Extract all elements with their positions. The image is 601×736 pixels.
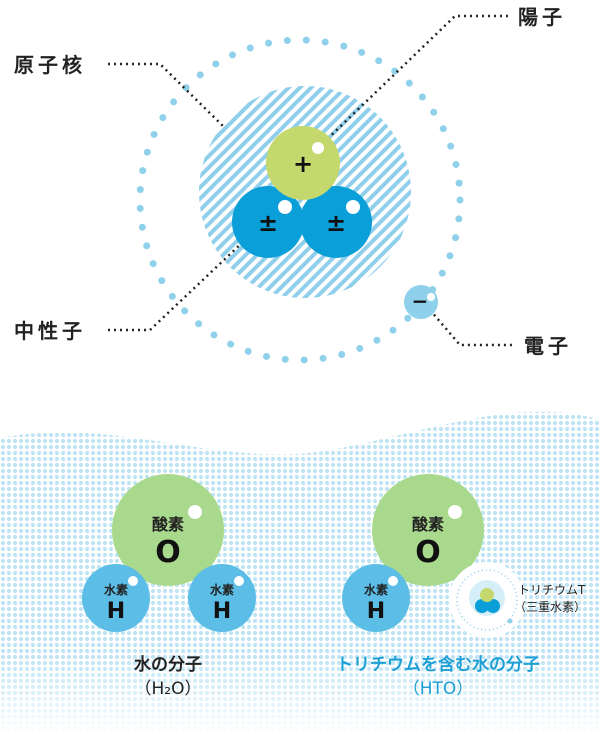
hydrogen-label: 水素: [364, 582, 388, 597]
hto-molecule: 酸素 O 水素 H トリチウムT （三重水素）: [342, 474, 586, 638]
oxygen-symbol: O: [155, 535, 181, 570]
oxygen-atom: [372, 474, 484, 586]
proton-label: 陽子: [518, 5, 566, 29]
hto-title: トリチウムを含む水の分子: [336, 654, 540, 675]
hto-formula: （HTO）: [403, 679, 474, 699]
hydrogen-symbol: H: [367, 599, 385, 624]
leader-lines: [108, 14, 515, 347]
tritium-sublabel: （三重水素）: [514, 600, 586, 614]
oxygen-label: 酸素: [412, 515, 444, 534]
tritium-atom: [449, 562, 525, 638]
electron-orbit: [136, 36, 464, 364]
hydrogen-symbol: H: [213, 599, 231, 624]
hydrogen-label: 水素: [210, 582, 234, 597]
hydrogen-label: 水素: [104, 582, 128, 597]
electron-sign: −: [412, 289, 429, 313]
electron-label: 電子: [524, 334, 572, 358]
h2o-molecule: 酸素 O 水素 H 水素 H: [82, 474, 256, 632]
oxygen-atom: [112, 474, 224, 586]
nucleus-label: 原子核: [14, 53, 86, 77]
tritium-label: トリチウムT: [518, 583, 586, 597]
neutron-sign-right: ±: [326, 209, 346, 237]
proton-sign: +: [293, 150, 313, 178]
h2o-formula: （H₂O）: [135, 679, 202, 699]
oxygen-label: 酸素: [152, 515, 184, 534]
oxygen-symbol: O: [415, 535, 441, 570]
neutron-label: 中性子: [14, 319, 86, 343]
neutron-sign-left: ±: [258, 209, 278, 237]
hydrogen-symbol: H: [107, 599, 125, 624]
h2o-title: 水の分子: [134, 654, 202, 675]
